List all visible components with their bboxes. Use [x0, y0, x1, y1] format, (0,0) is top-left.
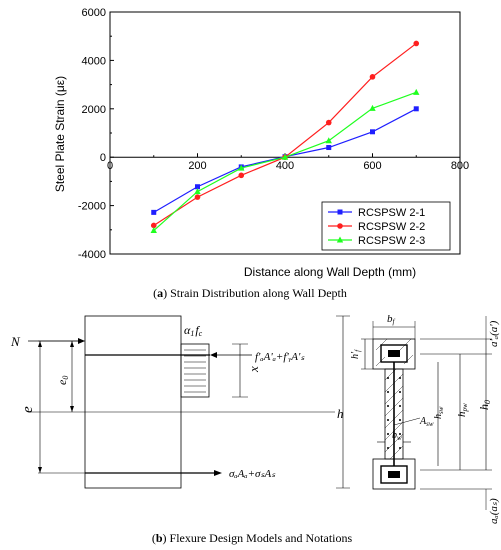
label-h0-main: h — [477, 404, 491, 410]
series-1-point-6 — [370, 129, 375, 135]
label-hf-main: h' — [350, 351, 361, 359]
label-asw-sub: sw — [426, 420, 434, 428]
y-axis-label: Steel Plate Strain (με) — [53, 76, 67, 192]
label-hpw-main: h — [456, 411, 468, 417]
label-a-top: a'ₐ(a') — [488, 320, 500, 347]
label-hsw-sub: sw — [437, 406, 445, 414]
label-fc: f — [195, 323, 200, 337]
label-fc-sub: c — [199, 329, 203, 338]
series-3-point-1 — [150, 227, 157, 234]
series-2-point-3 — [238, 172, 245, 179]
label-bf-main: b — [387, 313, 393, 325]
label-bw-sub: w — [397, 434, 402, 442]
series-2-point-2 — [194, 194, 201, 200]
series-1-point-5 — [326, 145, 332, 151]
legend-marker-3 — [336, 236, 344, 243]
label-asw: Asw — [419, 416, 434, 428]
label-compression-force: f'ₐA'ₐ+f'ᵧA'ₛ — [255, 351, 305, 363]
series-2-point-5 — [325, 119, 332, 126]
label-a-bottom: aₐ(aₛ) — [488, 498, 500, 524]
label-h: h — [337, 406, 344, 421]
y-tick-label-5: 6000 — [82, 7, 106, 19]
stress-block-hatch — [184, 349, 206, 393]
caption-a: (a) Strain Distribution along Wall Depth — [153, 286, 347, 300]
y-tick-label-3: 2000 — [82, 104, 106, 116]
label-e0-sub: 0 — [61, 376, 70, 380]
x-tick-label-3: 600 — [363, 160, 381, 172]
series-line-2 — [153, 42, 417, 226]
label-bf-sub: f — [393, 318, 396, 326]
series-3-point-6 — [369, 104, 376, 111]
label-h0: h0 — [477, 400, 492, 410]
label-hf: h'f — [350, 349, 362, 359]
stress-block — [180, 343, 210, 398]
label-e0-main: e — [55, 379, 69, 385]
label-tension-force: σₐAₐ+σₛAₛ — [229, 468, 276, 480]
series-2-point-7 — [413, 40, 420, 47]
strain-chart: 0 200 400 600 800 -4000 -2000 0 2000 4000 6000RCSP… — [78, 7, 469, 261]
label-e0: e0 — [55, 376, 70, 385]
series-3-point-2 — [194, 188, 201, 195]
series-1-point-7 — [413, 106, 419, 112]
label-hsw: hsw — [433, 406, 445, 419]
label-h0-sub: 0 — [483, 400, 492, 404]
x-tick-label-4: 800 — [451, 160, 469, 172]
x-axis-label: Distance along Wall Depth (mm) — [244, 265, 416, 279]
legend-marker-1 — [337, 209, 343, 215]
series-3-point-3 — [238, 164, 245, 171]
section-body — [84, 315, 182, 489]
series-1-point-1 — [151, 209, 157, 215]
legend-label-3: RCSPSW 2-3 — [358, 235, 425, 247]
label-alpha-sub: 1 — [190, 329, 194, 338]
label-hpw: hpw — [456, 403, 469, 417]
label-N: N — [10, 334, 21, 349]
label-alpha-fc: α1fc — [184, 323, 203, 338]
y-tick-label-2: 0 — [100, 152, 106, 164]
series-2-point-6 — [369, 74, 376, 80]
label-bf: bf — [387, 313, 396, 326]
y-tick-label-4: 4000 — [82, 55, 106, 67]
rebar-dots — [387, 377, 401, 449]
label-hf-sub: f — [354, 349, 362, 352]
flexure-diagram — [28, 315, 492, 510]
x-tick-label-0: 0 — [107, 160, 113, 172]
caption-a-letter: a — [157, 286, 163, 300]
caption-b-text: Flexure Design Models and Notations — [167, 531, 353, 545]
series-3-point-7 — [413, 88, 420, 95]
caption-a-text: Strain Distribution along Wall Depth — [167, 286, 347, 300]
series-1-point-2 — [195, 184, 200, 190]
legend-label-2: RCSPSW 2-2 — [358, 221, 425, 233]
legend-label-1: RCSPSW 2-1 — [358, 207, 425, 219]
label-asw-main: A — [419, 416, 427, 427]
caption-b-letter: b — [156, 531, 163, 545]
caption-b: (b) Flexure Design Models and Notations — [152, 531, 353, 545]
label-x: x — [246, 366, 261, 373]
label-e: e — [20, 406, 36, 413]
legend-marker-2 — [337, 223, 343, 229]
series-2-point-1 — [150, 222, 157, 229]
label-bw-main: b — [392, 430, 397, 441]
x-tick-label-1: 200 — [188, 160, 206, 172]
y-tick-label-1: -2000 — [78, 201, 106, 213]
series-3-point-4 — [281, 153, 289, 160]
series-3-point-5 — [325, 137, 332, 144]
label-hpw-sub: pw — [461, 403, 469, 413]
label-hsw-main: h — [433, 414, 444, 419]
x-tick-label-2: 400 — [276, 160, 294, 172]
label-alpha: α — [184, 323, 191, 337]
legend-box — [321, 201, 451, 251]
label-bw: bw — [392, 430, 402, 442]
y-tick-label-0: -4000 — [78, 249, 106, 261]
